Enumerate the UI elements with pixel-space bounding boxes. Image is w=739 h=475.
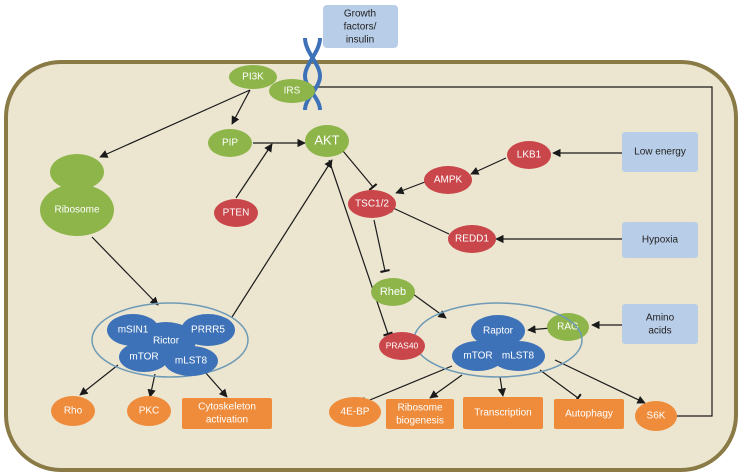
edge-rheb-mtorc1: [412, 293, 447, 319]
node-pi3k: PI3K: [229, 65, 277, 89]
rag-label: RAG: [557, 322, 579, 333]
tsc12-label: TSC1/2: [355, 199, 389, 210]
node-akt: AKT: [305, 125, 349, 157]
cytoskeleton-line2: activation: [206, 415, 248, 426]
node-irs: IRS: [269, 79, 315, 103]
mtorc1-complex: Raptor mTOR mLST8: [413, 302, 583, 378]
edge-akt-pras40: [328, 159, 393, 337]
prrr5-label: PRRR5: [191, 325, 225, 336]
4ebp-label: 4E-BP: [341, 407, 370, 418]
edge-mtorc1-autophagy: [539, 369, 582, 403]
output-autophagy: Autophagy: [554, 399, 624, 429]
pi3k-label: PI3K: [242, 72, 264, 83]
input-hypoxia: Hypoxia: [622, 222, 698, 258]
ribosome-biogenesis-line2: biogenesis: [396, 416, 444, 427]
pip-label: PIP: [222, 138, 238, 149]
cytoskeleton-line1: Cytoskeleton: [198, 402, 256, 413]
edges: [79, 82, 713, 417]
mtorc1-mtor-label: mTOR: [463, 351, 492, 362]
irs-label: IRS: [284, 86, 301, 97]
output-pkc: PKC: [127, 396, 171, 426]
raptor-label: Raptor: [483, 326, 514, 337]
input-low-energy: Low energy: [622, 132, 698, 172]
node-pip: PIP: [208, 129, 252, 157]
mtorc2-mlst8-label: mLST8: [175, 356, 208, 367]
edge-pi3k-pip: [231, 89, 251, 125]
edge-s6k-irs-feedback: [303, 82, 713, 417]
redd1-label: REDD1: [455, 234, 489, 245]
output-rho: Rho: [51, 396, 95, 426]
node-pten: PTEN: [214, 199, 258, 227]
receptor: [302, 37, 323, 111]
output-cytoskeleton: Cytoskeleton activation: [182, 398, 272, 429]
node-ribosome: Ribosome: [40, 154, 114, 236]
lkb1-label: LKB1: [517, 150, 542, 161]
akt-label: AKT: [314, 132, 339, 147]
growth-factors-line3: insulin: [346, 35, 374, 46]
mtorc1-mlst8-label: mLST8: [502, 351, 535, 362]
node-rag: RAG: [547, 313, 589, 341]
edge-mtorc1-ribosome-biogenesis: [429, 374, 463, 399]
node-redd1: REDD1: [448, 225, 496, 253]
edge-ribosome-mtorc2: [91, 236, 159, 306]
input-amino-acids: Amino acids: [622, 304, 698, 344]
edge-mtorc1-transcription: [497, 376, 506, 397]
output-4ebp: 4E-BP: [329, 397, 381, 427]
node-tsc12: TSC1/2: [348, 190, 396, 218]
growth-factors-line1: Growth: [344, 9, 376, 20]
edge-mtorc1-4ebp: [362, 365, 453, 407]
edge-mtorc2-akt: [231, 159, 333, 318]
s6k-label: S6K: [647, 411, 666, 422]
edge-pten-pip: [235, 143, 273, 199]
pras40-label: PRAS40: [386, 340, 419, 350]
edge-mtorc1-s6k: [554, 359, 646, 404]
hypoxia-label: Hypoxia: [642, 235, 679, 246]
msin1-label: mSIN1: [118, 325, 149, 336]
mtorc2-complex: Rictor mSIN1 PRRR5 mTOR mLST8: [91, 302, 249, 378]
rho-label: Rho: [64, 406, 83, 417]
edge-redd1-tsc12: [390, 203, 450, 235]
amino-acids-line2: acids: [648, 326, 671, 337]
ampk-label: AMPK: [434, 175, 463, 186]
pkc-label: PKC: [139, 406, 160, 417]
ribosome-biogenesis-line1: Ribosome: [397, 403, 442, 414]
output-ribosome-biogenesis: Ribosome biogenesis: [386, 399, 454, 429]
mtorc2-outline: [91, 302, 249, 378]
node-rheb: Rheb: [371, 278, 415, 306]
node-lkb1: LKB1: [507, 141, 551, 169]
receptor-right-strand: [302, 37, 322, 111]
rheb-label: Rheb: [380, 286, 406, 298]
edge-ampk-tsc12: [395, 181, 426, 195]
edge-lkb1-ampk: [470, 157, 507, 175]
node-ampk: AMPK: [424, 166, 472, 194]
receptor-left-strand: [303, 37, 323, 111]
edge-mtorc2-pkc: [147, 373, 156, 398]
input-growth-factors: Growth factors/ insulin: [323, 5, 398, 48]
edge-akt-tsc12: [342, 150, 378, 191]
low-energy-label: Low energy: [634, 147, 686, 158]
ribosome-label: Ribosome: [54, 205, 99, 216]
growth-factors-line2: factors/: [344, 22, 377, 33]
rictor-label: Rictor: [153, 336, 180, 347]
edge-mtorc2-cytoskeleton: [204, 371, 228, 398]
output-transcription: Transcription: [463, 397, 543, 429]
edge-mtorc2-rho: [79, 364, 119, 396]
transcription-label: Transcription: [474, 408, 531, 419]
edge-pi3k-ribosome: [99, 89, 251, 158]
output-s6k: S6K: [635, 401, 677, 431]
edge-tsc12-rheb: [373, 219, 390, 274]
amino-acids-line1: Amino: [646, 313, 675, 324]
pten-label: PTEN: [223, 208, 250, 219]
mtorc2-mtor-label: mTOR: [129, 352, 158, 363]
node-pras40: PRAS40: [379, 332, 425, 360]
autophagy-label: Autophagy: [565, 409, 613, 420]
